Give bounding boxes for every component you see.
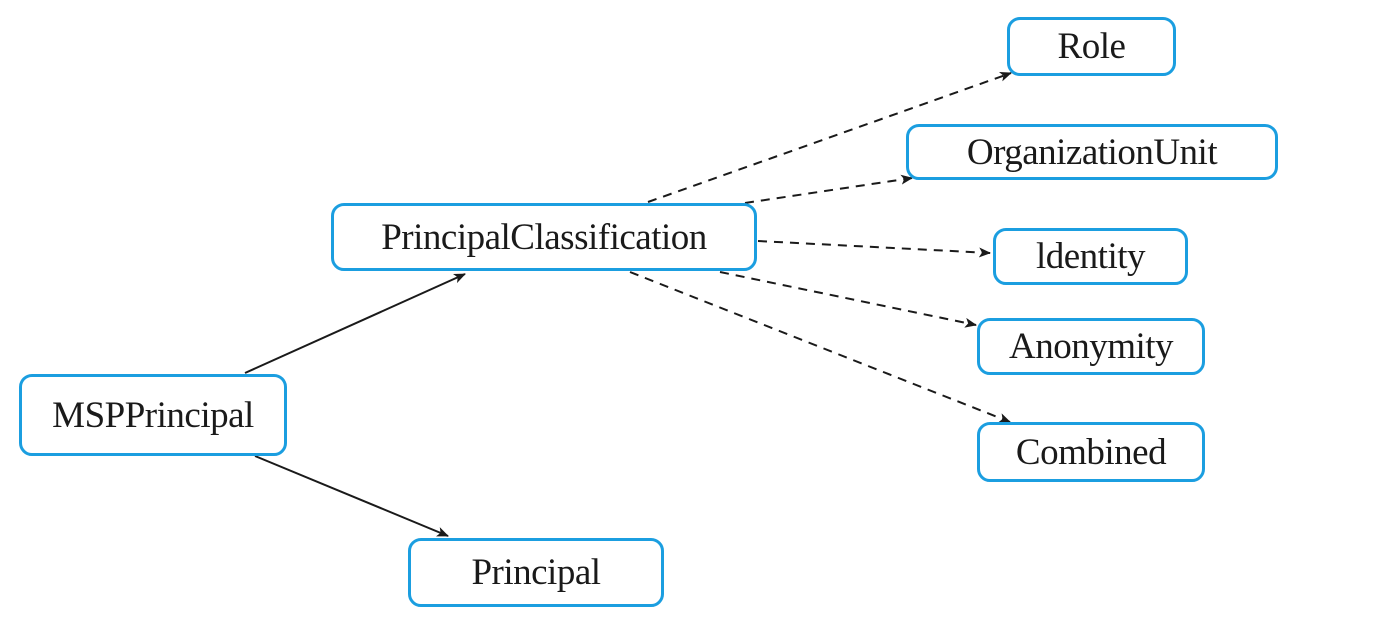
edge-msp-to-principal (254, 455, 449, 537)
edge-pc-to-combined (629, 271, 1011, 423)
node-principal: Principal (408, 538, 664, 607)
node-organization-unit: OrganizationUnit (906, 124, 1278, 180)
node-role: Role (1007, 17, 1176, 76)
edge-pc-to-org (744, 174, 913, 204)
node-msp-principal: MSPPrincipal (19, 374, 287, 456)
edge-msp-to-pc (244, 273, 466, 374)
edge-pc-to-identity (757, 240, 991, 258)
node-combined: Combined (977, 422, 1205, 482)
edge-pc-to-role (647, 71, 1012, 203)
node-identity: ldentity (993, 228, 1188, 285)
node-anonymity: Anonymity (977, 318, 1205, 375)
edge-pc-to-anonymity (719, 271, 977, 328)
node-principal-classification: PrincipalClassification (331, 203, 757, 271)
